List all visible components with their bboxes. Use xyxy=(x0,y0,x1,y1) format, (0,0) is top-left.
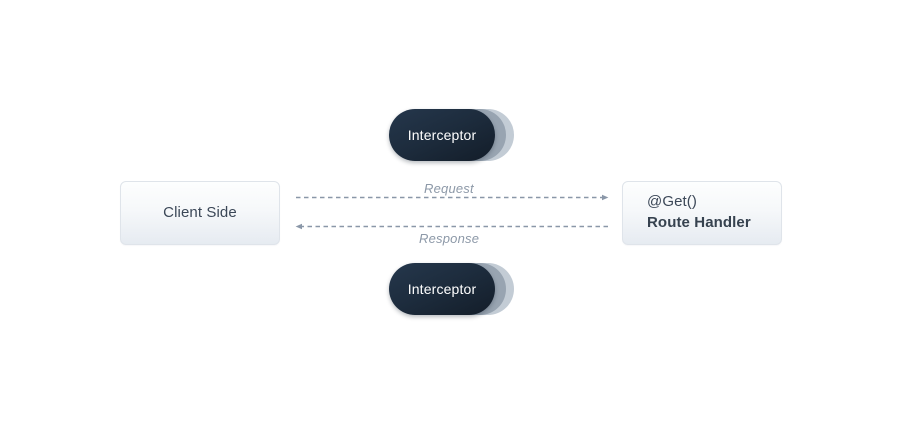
interceptor-top-label: Interceptor xyxy=(407,127,477,143)
request-flow-label: Request xyxy=(424,181,474,196)
interceptor-bottom-label: Interceptor xyxy=(407,281,477,297)
response-flow-label: Response xyxy=(419,231,480,246)
route-handler-label: Route Handler xyxy=(647,214,751,231)
client-side-box[interactable]: Client Side xyxy=(120,181,280,245)
interceptor-pill-front[interactable]: Interceptor xyxy=(389,109,495,161)
route-handler-decorator: @Get() xyxy=(647,193,697,211)
route-handler-box[interactable]: @Get() Route Handler xyxy=(622,181,782,245)
interceptor-bottom[interactable]: Interceptor xyxy=(389,263,514,315)
interceptor-pill-front[interactable]: Interceptor xyxy=(389,263,495,315)
client-side-label: Client Side xyxy=(163,203,237,221)
interceptor-top[interactable]: Interceptor xyxy=(389,109,514,161)
